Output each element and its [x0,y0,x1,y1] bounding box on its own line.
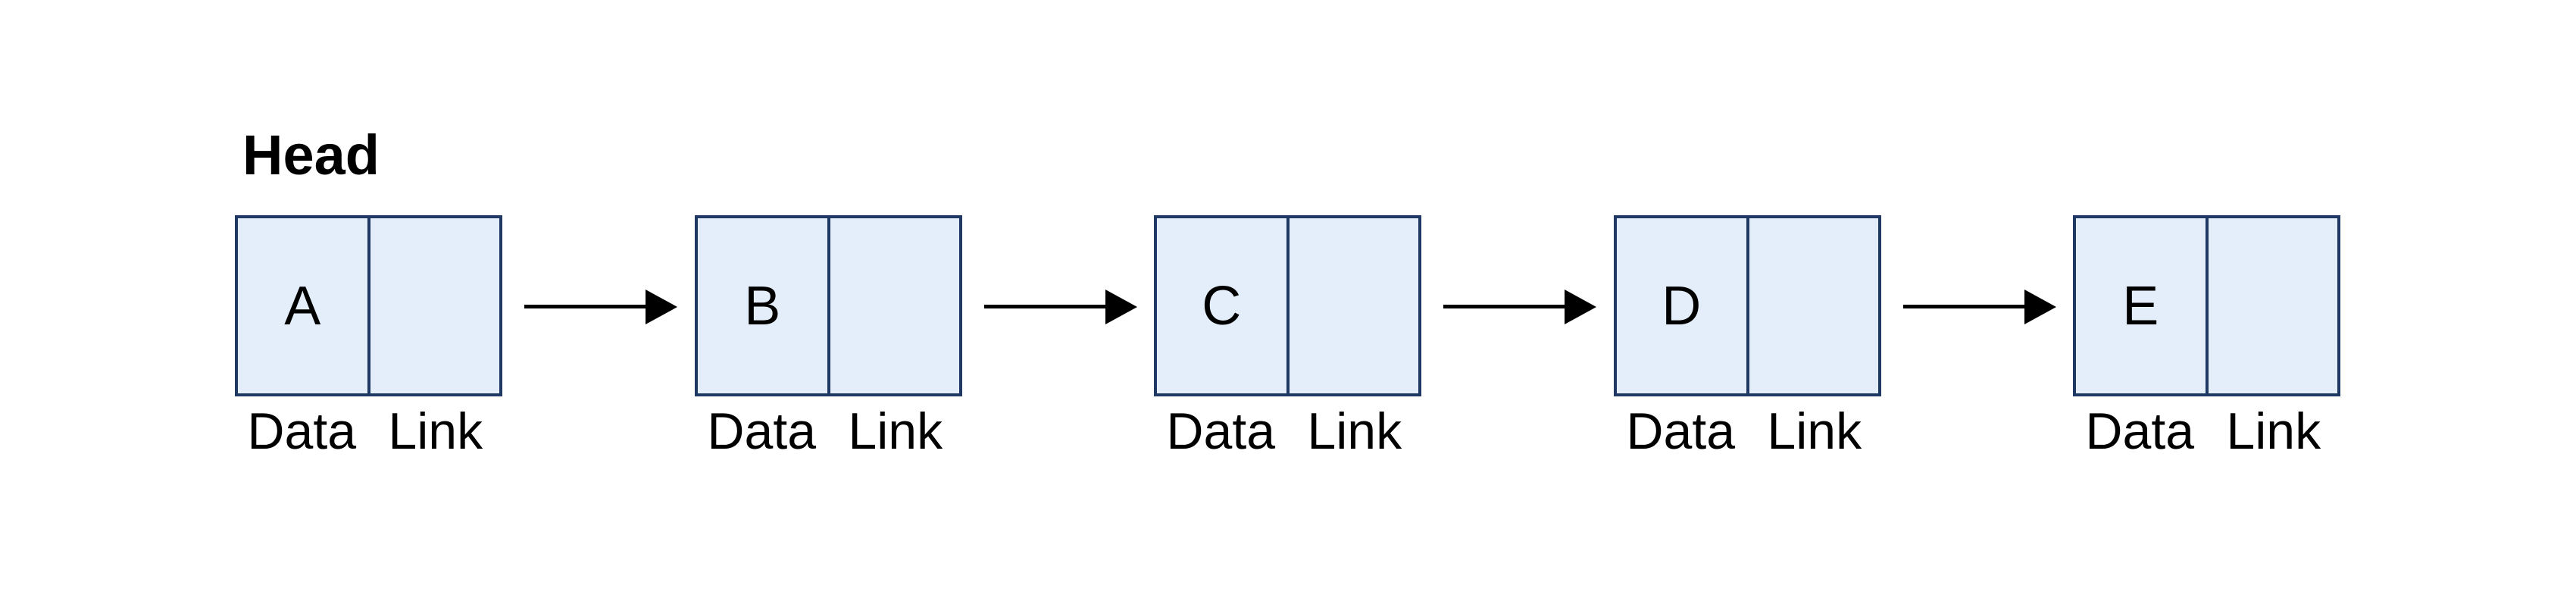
data-label: Data [707,402,817,460]
next-pointer-arrow-1 [524,290,677,324]
node-d-value: D [1662,275,1702,337]
arrow-shaft [1443,305,1569,308]
node-e: E Data Link [2073,215,2340,457]
node-b-data-cell: B [698,218,830,393]
node-a-data-cell: A [238,218,370,393]
data-label: Data [247,402,357,460]
node-e-box: E [2073,215,2340,396]
node-d: D Data Link [1614,215,1881,457]
link-label: Link [1307,402,1402,460]
node-b-cell-labels: Data Link [695,405,962,457]
node-c-box: C [1154,215,1421,396]
node-b-box: B [695,215,962,396]
node-c: C Data Link [1154,215,1421,457]
node-a-cell-labels: Data Link [235,405,502,457]
link-label: Link [1767,402,1862,460]
node-a-link-cell [370,218,500,393]
data-label: Data [1166,402,1276,460]
arrow-head-icon [2024,290,2056,324]
node-a-value: A [284,275,321,337]
node-c-cell-labels: Data Link [1154,405,1421,457]
node-d-data-cell: D [1617,218,1749,393]
node-b-link-cell [830,218,960,393]
arrow-shaft [524,305,650,308]
node-b: B Data Link [695,215,962,457]
arrow-head-icon [1565,290,1596,324]
link-label: Link [2226,402,2321,460]
arrow-head-icon [1105,290,1137,324]
arrow-shaft [984,305,1110,308]
node-e-link-cell [2209,218,2338,393]
link-label: Link [848,402,943,460]
next-pointer-arrow-3 [1443,290,1596,324]
node-d-box: D [1614,215,1881,396]
node-a-box: A [235,215,502,396]
arrow-shaft [1903,305,2029,308]
node-d-link-cell [1749,218,1879,393]
node-e-value: E [2122,275,2159,337]
node-a: A Data Link [235,215,502,457]
node-d-cell-labels: Data Link [1614,405,1881,457]
node-c-data-cell: C [1157,218,1290,393]
link-label: Link [388,402,483,460]
node-c-link-cell [1290,218,1419,393]
next-pointer-arrow-2 [984,290,1137,324]
data-label: Data [2085,402,2195,460]
node-e-data-cell: E [2076,218,2209,393]
node-b-value: B [744,275,781,337]
node-e-cell-labels: Data Link [2073,405,2340,457]
head-label: Head [242,124,380,186]
next-pointer-arrow-4 [1903,290,2056,324]
arrow-head-icon [646,290,677,324]
node-c-value: C [1202,275,1242,337]
data-label: Data [1626,402,1736,460]
